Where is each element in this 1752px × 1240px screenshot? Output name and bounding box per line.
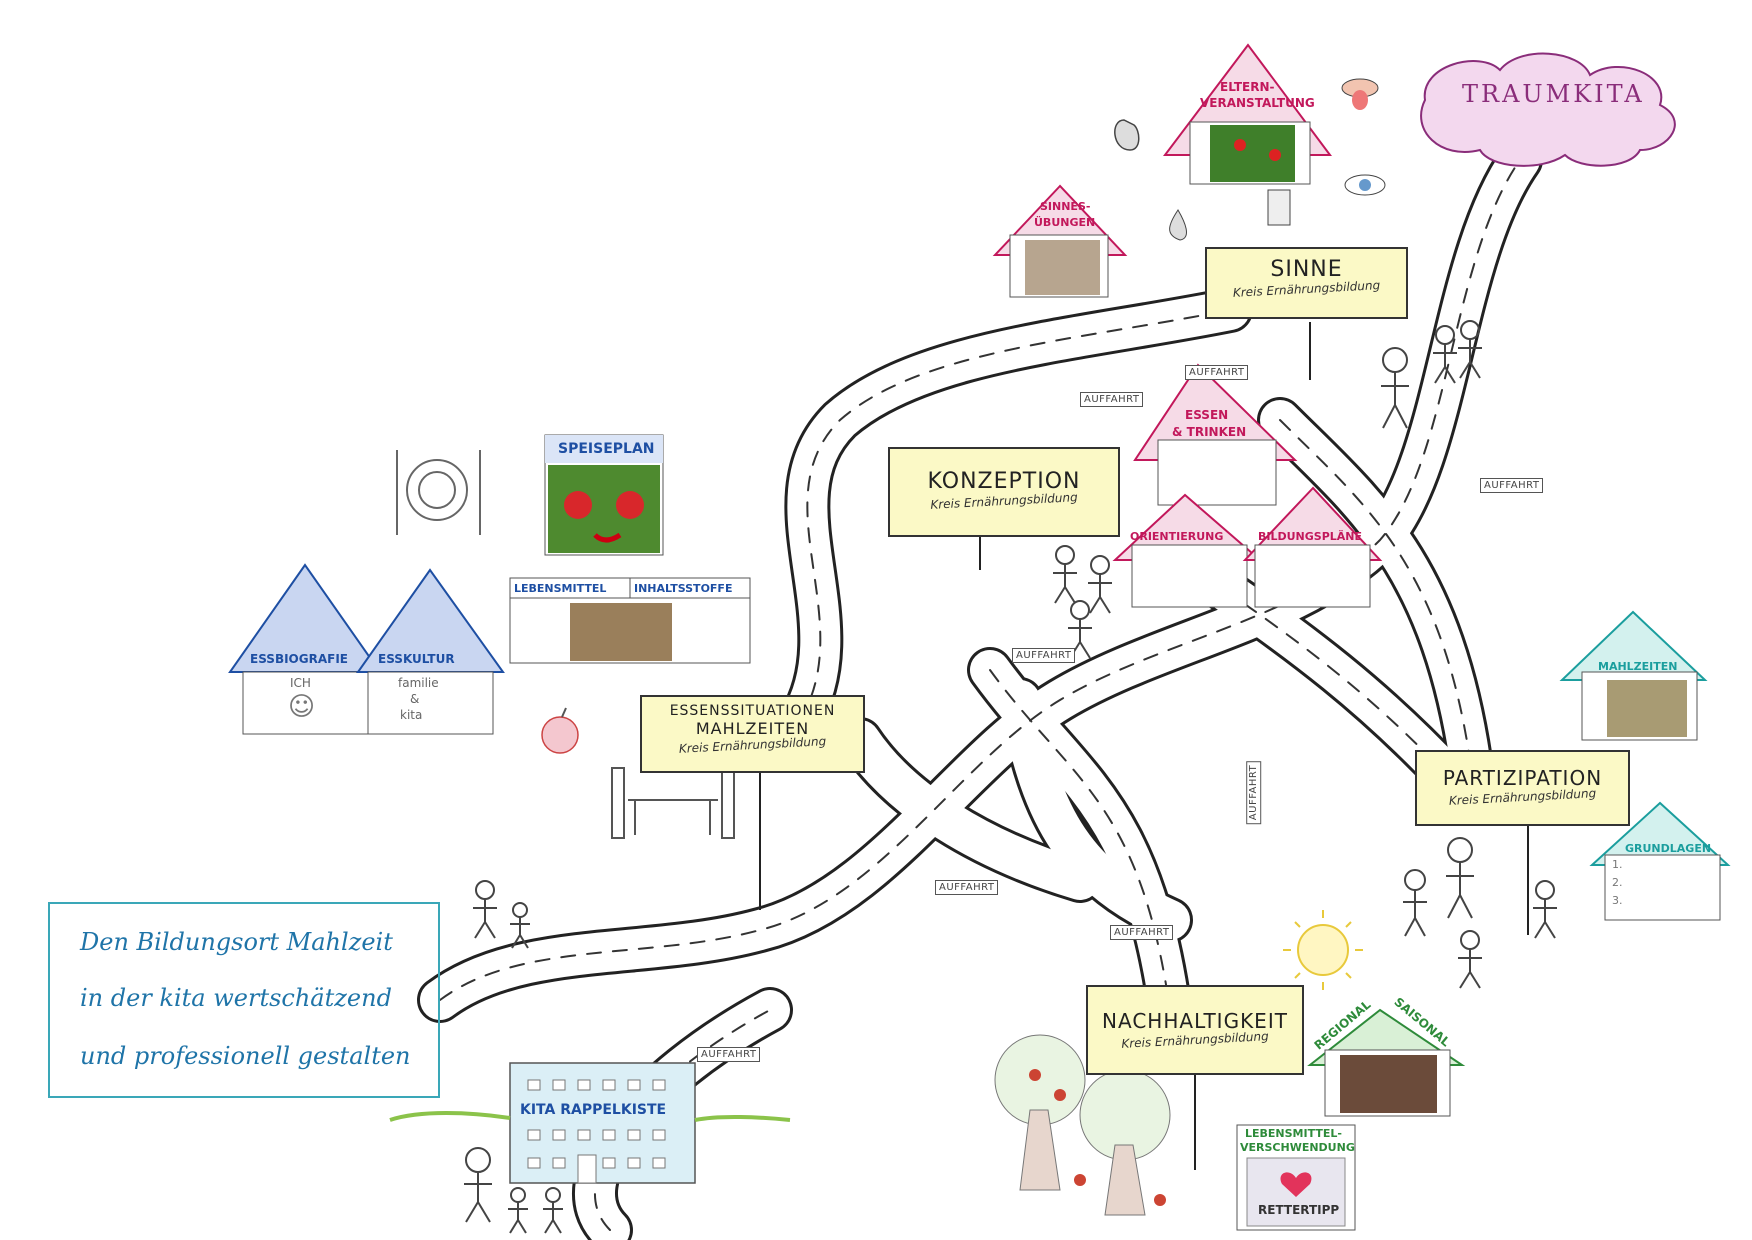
photo-child-meal: [1607, 680, 1687, 737]
house-grundlagen: [1589, 801, 1731, 921]
house-esskultur: [356, 568, 505, 735]
ramp-sign: AUFFAHRT: [1012, 648, 1076, 663]
station-nachhaltigkeit: NACHHALTIGKEIT Kreis Ernährungsbildung: [1086, 985, 1304, 1075]
speiseplan-title: SPEISEPLAN: [558, 441, 655, 457]
title-line-3: und professionell gestalten: [80, 1042, 411, 1070]
station-konzeption: KONZEPTION Kreis Ernährungsbildung: [888, 447, 1120, 537]
station-essenssituationen: ESSENSSITUATIONEN MAHLZEITEN Kreis Ernäh…: [640, 695, 865, 773]
smiley-icon: ☺: [288, 692, 316, 722]
station-essen-title-1: ESSENSSITUATIONEN: [669, 703, 836, 719]
verschwendung-board: [1236, 1124, 1356, 1231]
house-essen-title-2: & TRINKEN: [1172, 425, 1247, 439]
hand-icon: [1267, 189, 1291, 226]
station-essen-title-2: MAHLZEITEN: [695, 719, 810, 738]
house-essbiografie: [228, 563, 382, 735]
station-nachhaltigkeit-title: NACHHALTIGKEIT: [1102, 1009, 1288, 1033]
grundlagen-item-3: 3.: [1612, 894, 1623, 907]
house-sinnes-title-1: SINNES-: [1040, 200, 1091, 213]
photo-salad: [1340, 1055, 1437, 1113]
roads: [417, 137, 1543, 1240]
station-partizipation: PARTIZIPATION Kreis Ernährungsbildung: [1415, 750, 1630, 826]
mouth-icon: [1341, 78, 1379, 110]
house-esskultur-title: ESSKULTUR: [378, 652, 455, 666]
lebensmittel-title-left: LEBENSMITTEL: [514, 582, 607, 595]
grundlagen-item-2: 2.: [1612, 876, 1623, 889]
grundlagen-item-1: 1.: [1612, 858, 1623, 871]
ramp-sign: AUFFAHRT: [1185, 365, 1249, 380]
title-box: Den Bildungsort Mahlzeit in der kita wer…: [48, 902, 440, 1098]
house-sinnes-title-2: ÜBUNGEN: [1034, 216, 1096, 229]
grass-left: [389, 1111, 511, 1122]
grass-right: [694, 1114, 791, 1122]
house-essbiografie-body: ICH: [290, 676, 311, 690]
house-essen-title-1: ESSEN: [1185, 408, 1229, 422]
ramp-sign: AUFFAHRT: [1110, 925, 1174, 940]
stick-figures: [464, 320, 1557, 1234]
ramp-sign: AUFFAHRT: [697, 1047, 761, 1062]
photo-chili-red: [1234, 139, 1246, 151]
lebensmittel-title-right: INHALTSSTOFFE: [634, 582, 733, 595]
verschwendung-title-1: LEBENSMITTEL-: [1245, 1127, 1342, 1140]
ramp-sign: AUFFAHRT: [1246, 760, 1262, 825]
house-esskultur-body-2: &: [410, 692, 420, 706]
house-eltern-title-2: VERANSTALTUNG: [1200, 96, 1315, 110]
house-esskultur-body-3: kita: [400, 708, 423, 722]
house-bildungsplaene: [1242, 486, 1383, 608]
photo-chili-red-2: [1269, 149, 1281, 161]
photo-child-senses: [1025, 240, 1100, 295]
station-partizipation-title: PARTIZIPATION: [1442, 766, 1603, 790]
speiseplan-board: [544, 434, 664, 556]
house-essen-trinken: [1133, 363, 1298, 506]
tree-icon: [994, 1034, 1171, 1216]
house-eltern-title-1: ELTERN-: [1220, 80, 1275, 94]
photo-chili: [1210, 125, 1295, 182]
sign-posts: [759, 322, 1529, 1170]
ear-icon: [1114, 119, 1140, 151]
verschwendung-title-2: VERSCHWENDUNG: [1240, 1141, 1355, 1154]
lebensmittel-board: [509, 577, 751, 664]
station-sinne: SINNE Kreis Ernährungsbildung: [1205, 247, 1408, 319]
house-orientierung-title: ORIENTIERUNG: [1130, 530, 1224, 543]
kita-building: [509, 1062, 696, 1184]
ramp-sign: AUFFAHRT: [1080, 392, 1144, 407]
station-konzeption-title: KONZEPTION: [927, 469, 1081, 494]
table-chairs-icon: [611, 767, 735, 839]
house-grundlagen-title: GRUNDLAGEN: [1625, 842, 1712, 855]
house-essbiografie-title: ESSBIOGRAFIE: [250, 652, 348, 666]
ramp-sign: AUFFAHRT: [1480, 478, 1544, 493]
house-esskultur-body-1: familie: [398, 676, 439, 690]
station-sinne-title: SINNE: [1270, 257, 1343, 282]
kita-label: KITA RAPPELKISTE: [520, 1102, 667, 1118]
eye-icon: [1344, 174, 1386, 196]
title-line-2: in der kita wertschätzend: [80, 984, 392, 1012]
house-orientierung: [1112, 493, 1263, 608]
traumkita-cloud: [1420, 52, 1676, 167]
rettertipp-badge: RETTERTIPP: [1258, 1203, 1340, 1217]
title-line-1: Den Bildungsort Mahlzeit: [80, 928, 393, 956]
house-mahlzeiten-title: MAHLZEITEN: [1598, 660, 1678, 673]
ramp-sign: AUFFAHRT: [935, 880, 999, 895]
plate-cutlery-icon: [396, 450, 481, 535]
traumkita-label: TRAUMKITA: [1462, 80, 1645, 108]
nose-icon: [1169, 209, 1187, 241]
house-bildungsplaene-title: BILDUNGSPLÄNE: [1258, 530, 1363, 543]
sun-icon: [1283, 910, 1363, 990]
apple-icon: [541, 707, 579, 754]
